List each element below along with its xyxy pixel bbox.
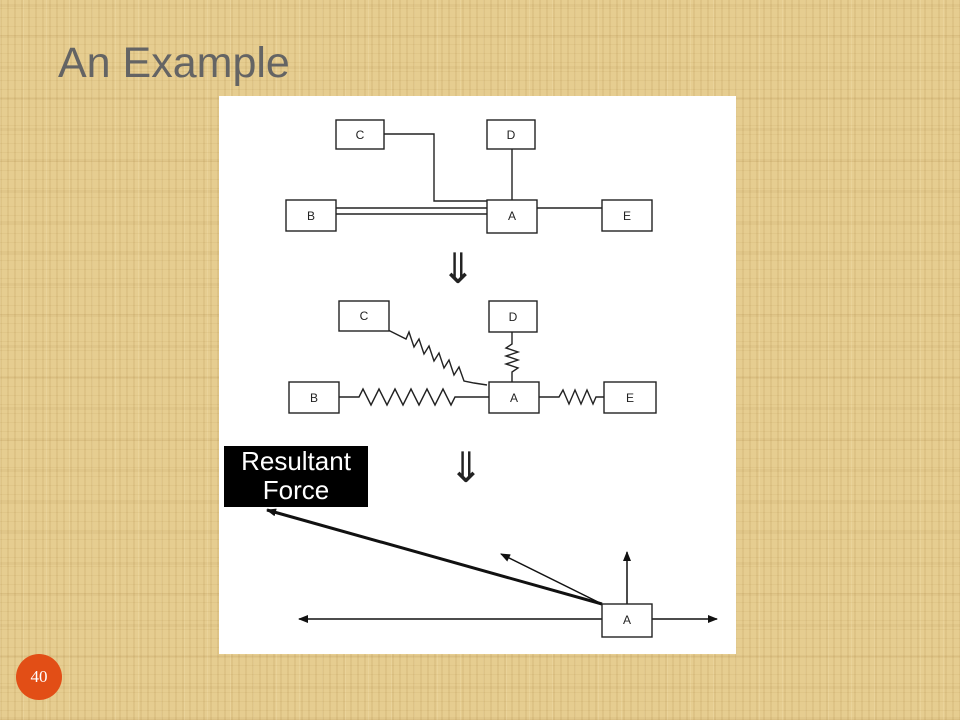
- top-box-d: D: [486, 119, 536, 150]
- spring-d-a: [503, 332, 521, 384]
- slide-title: An Example: [58, 39, 290, 87]
- middle-diagram: [339, 327, 604, 407]
- top-box-a-label: A: [508, 209, 516, 223]
- bottom-box-a-label: A: [623, 613, 631, 627]
- transition-arrow-1: ⇓: [440, 244, 475, 293]
- callout-line-1: Resultant: [241, 446, 351, 476]
- middle-box-d: D: [488, 300, 538, 333]
- spring-b-a: [339, 387, 489, 407]
- top-box-e: E: [601, 199, 653, 232]
- top-box-c-label: C: [356, 128, 365, 142]
- middle-box-e-label: E: [626, 391, 634, 405]
- middle-box-c-label: C: [360, 309, 369, 323]
- middle-box-a-label: A: [510, 391, 518, 405]
- force-arrow-c: [500, 553, 603, 605]
- callout-line-2: Force: [262, 475, 330, 505]
- top-box-a: A: [486, 199, 538, 234]
- top-box-d-label: D: [507, 128, 516, 142]
- spring-a-e: [539, 388, 604, 406]
- top-box-b: B: [285, 199, 337, 232]
- top-box-b-label: B: [307, 209, 315, 223]
- page-number-badge: 40: [16, 654, 62, 700]
- top-box-e-label: E: [623, 209, 631, 223]
- top-diagram: [336, 133, 602, 215]
- middle-box-d-label: D: [509, 310, 518, 324]
- middle-box-b-label: B: [310, 391, 318, 405]
- force-diagram-figure: C D B A E ⇓: [219, 96, 736, 654]
- bottom-diagram: [266, 508, 718, 623]
- middle-box-b: B: [288, 381, 340, 414]
- transition-arrow-2: ⇓: [448, 443, 483, 492]
- middle-box-a: A: [488, 381, 540, 414]
- resultant-force-arrow: [266, 508, 603, 606]
- force-diagram-svg: C D B A E ⇓: [266, 119, 718, 638]
- wire-c-a: [384, 133, 487, 202]
- spring-c-a: [383, 327, 488, 386]
- middle-box-c: C: [338, 300, 390, 332]
- bottom-box-a: A: [601, 603, 653, 638]
- resultant-force-callout: Resultant Force: [224, 446, 368, 507]
- top-box-c: C: [335, 119, 385, 150]
- middle-box-e: E: [603, 381, 657, 414]
